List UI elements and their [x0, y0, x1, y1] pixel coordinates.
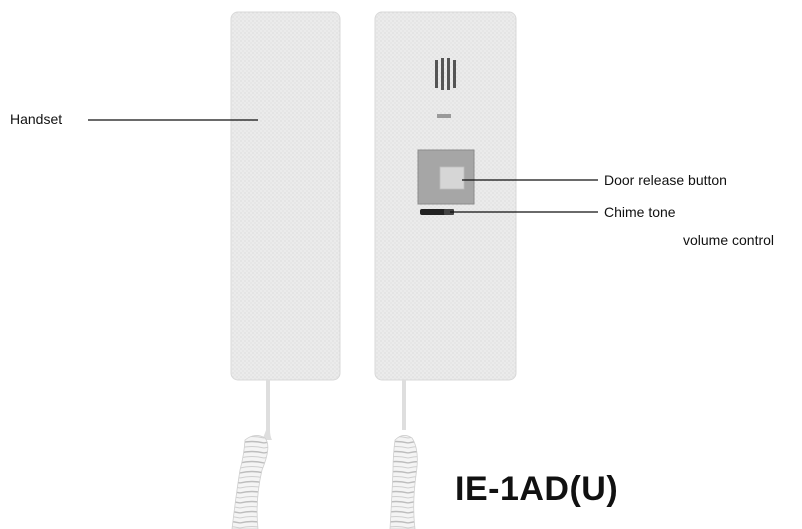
model-name: IE-1AD(U) — [455, 470, 619, 508]
indicator-slot — [437, 114, 451, 118]
handset-label: Handset — [10, 111, 63, 127]
base-cord-coil — [389, 435, 418, 529]
handset-cord-upper — [262, 380, 272, 440]
speaker-grille-icon — [435, 58, 456, 90]
volume-control-label: volume control — [683, 232, 775, 248]
door-release-label: Door release button — [604, 172, 727, 188]
handset-body — [230, 11, 341, 381]
handset-unit — [230, 11, 341, 529]
volume-slider-icon — [420, 209, 454, 215]
base-unit — [374, 11, 517, 529]
door-release-button — [417, 149, 475, 205]
base-cord-upper — [402, 380, 406, 430]
chime-tone-label: Chime tone — [604, 204, 676, 220]
handset-cord-coil — [231, 435, 269, 529]
